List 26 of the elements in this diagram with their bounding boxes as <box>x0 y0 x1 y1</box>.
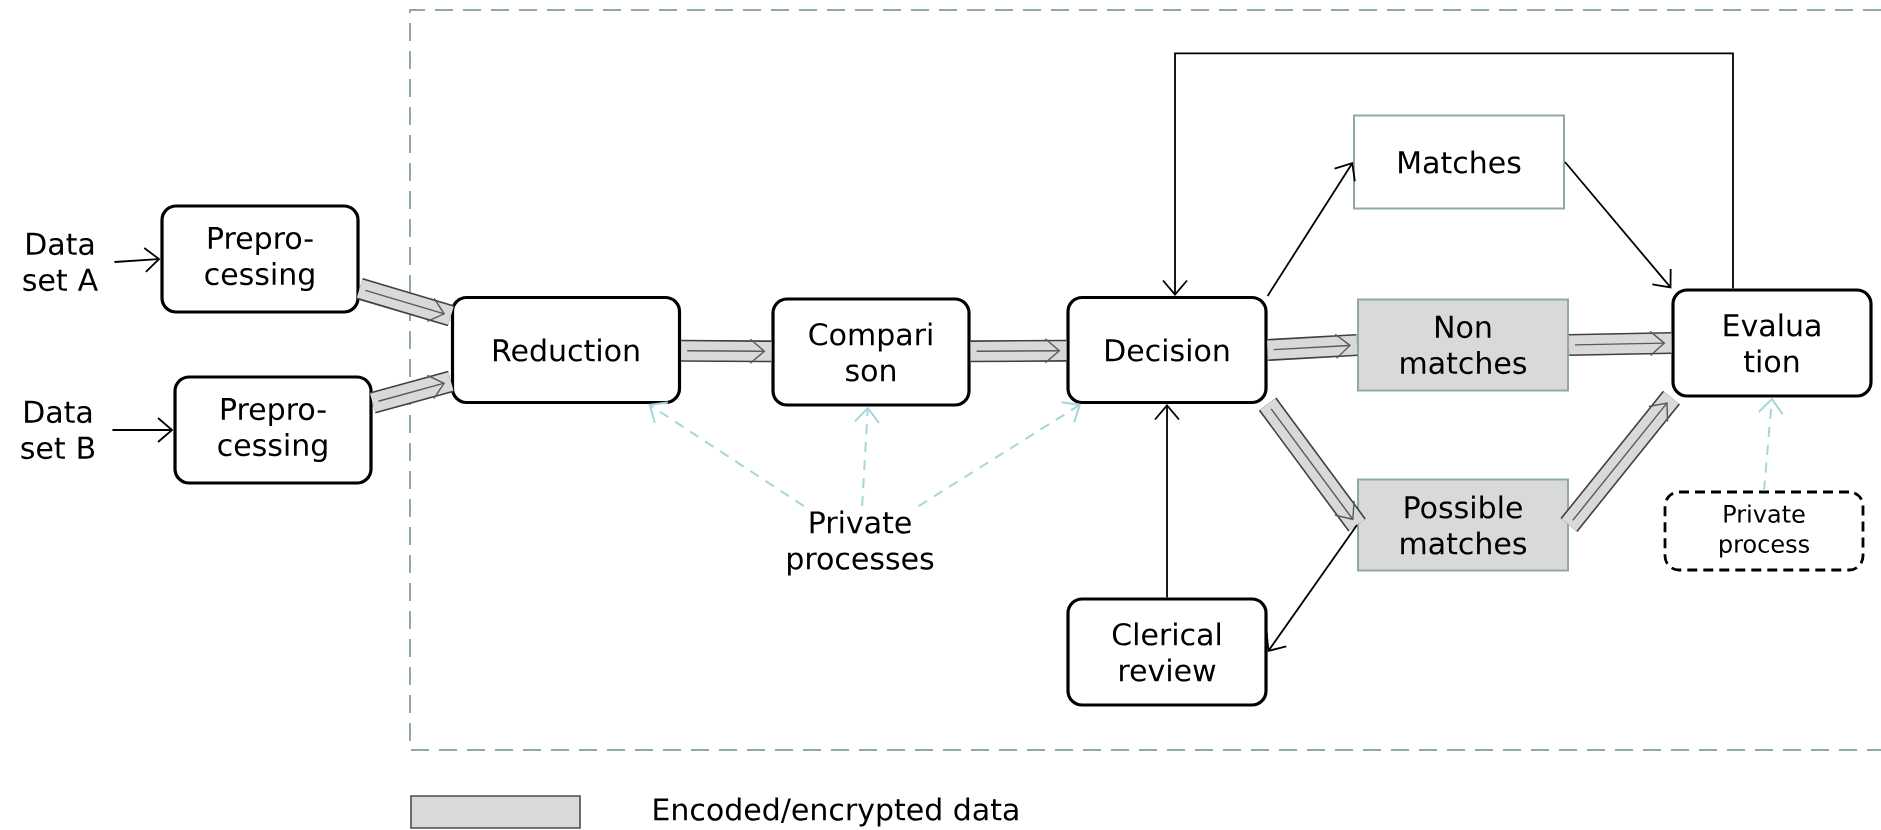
arrow <box>1265 524 1358 652</box>
input-label: Data set A <box>23 232 98 292</box>
dashed-arrow <box>917 401 1081 508</box>
process-box: Prepro- cessing <box>173 375 373 485</box>
process-box: Prepro- cessing <box>160 204 360 314</box>
legend-label: Encoded/encrypted data <box>654 797 1018 827</box>
process-box: Decision <box>1066 295 1268 405</box>
process-box: Clerical review <box>1066 597 1268 707</box>
arrow <box>111 417 174 443</box>
arrow <box>113 247 161 273</box>
process-box: Compari son <box>771 297 971 407</box>
result-box: Possible matches <box>1357 478 1569 572</box>
process-box: Evalua tion <box>1671 288 1873 398</box>
feedback-arrow <box>1162 52 1734 296</box>
annotation-label: Private processes <box>788 510 934 576</box>
dashed-arrow <box>1757 397 1784 492</box>
input-label: Data set B <box>21 400 95 460</box>
dashed-arrow <box>854 406 880 508</box>
arrow <box>1266 162 1356 297</box>
result-box: Non matches <box>1357 298 1569 392</box>
process-box: Reduction <box>450 295 682 405</box>
result-box: Matches <box>1353 114 1565 210</box>
arrow <box>1154 404 1180 599</box>
dashed-arrow <box>648 401 805 508</box>
arrow <box>1564 161 1672 289</box>
process-box: Private process <box>1663 490 1865 572</box>
